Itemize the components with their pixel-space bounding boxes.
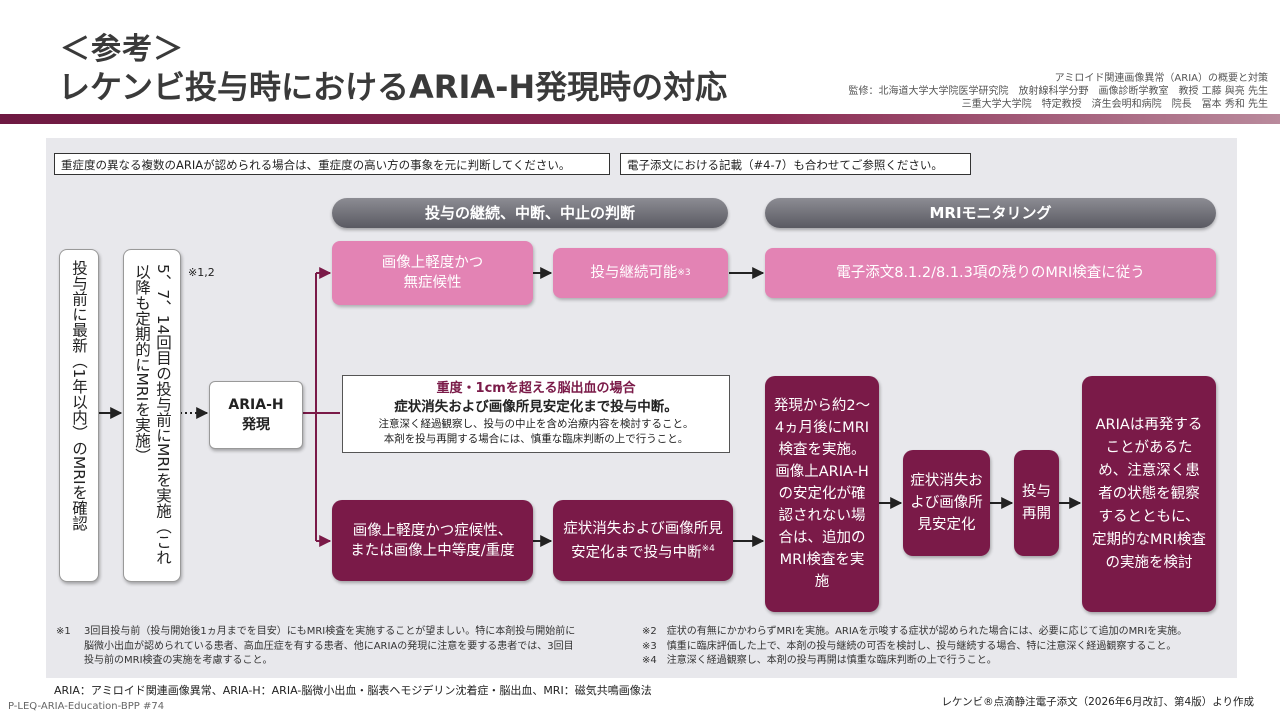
suspend-line1: 症状消失および画像所見	[563, 520, 723, 537]
source-citation: レケンビ®点滴静注電子添文（2026年6月改訂、第4版）より作成	[941, 696, 1254, 708]
stabilized-text: 症状消失および画像所見安定化	[910, 473, 983, 533]
severity-note: 重症度の異なる複数のARIAが認められる場合は、重症度の高い方の事象を元に判断し…	[54, 153, 610, 175]
reference-note: 電子添文における記載（#4-7）も合わせてご参照ください。	[620, 153, 971, 175]
periodic-mri-footnote-ref: ※1,2	[188, 266, 215, 279]
suspend-footnote-ref: ※4	[701, 543, 715, 554]
mri-recheck-box: 発現から約2～4ヵ月後にMRI検査を実施。画像上ARIA-Hの安定化が確認されな…	[765, 376, 879, 612]
footnote-4: ※4 注意深く経過観察し、本剤の投与再開は慎重な臨床判断の上で行うこと。	[642, 655, 997, 666]
monitoring-section-header: MRIモニタリング	[765, 198, 1216, 228]
judgment-section-header: 投与の継続、中断、中止の判断	[332, 198, 728, 228]
symptomatic-or-moderate-box: 画像上軽度かつ症候性、 または画像上中等度/重度	[332, 500, 533, 581]
mild-asym-line2: 無症候性	[403, 275, 462, 291]
severe-hemorrhage-warning: 重度・1cmを超える脳出血の場合 症状消失および画像所見安定化まで投与中断。 注…	[342, 375, 730, 453]
footnote-1-mark: ※1	[56, 626, 71, 637]
sym-line2: または画像上中等度/重度	[350, 542, 515, 559]
footnote-1-line1: 3回目投与前（投与開始後1ヵ月までを目安）にもMRI検査を実施することが望ましい…	[84, 626, 576, 637]
suspend-line2: 安定化まで投与中断	[571, 544, 702, 561]
aria-h-onset-box: ARIA-H 発現	[209, 381, 303, 449]
pre-mri-box: 投与前に最新（1年以内）のMRIを確認	[59, 249, 99, 582]
continue-mri-label: 電子添文8.1.2/8.1.3項の残りのMRI検査に従う	[836, 265, 1145, 281]
reference-label: ＜参考＞	[60, 32, 184, 67]
mild-asymptomatic-box: 画像上軽度かつ 無症候性	[332, 241, 533, 305]
resume-dosing-text: 投与再開	[1022, 484, 1051, 522]
footnote-3: ※3 慎重に臨床評価した上で、本剤の投与継続の可否を検討し、投与継続する場合、特…	[642, 640, 1177, 652]
footnote-1-line2: 脳微小出血が認められている患者、高血圧症を有する患者、他にARIAの発現に注意を…	[84, 640, 574, 652]
continue-dosing-box: 投与継続可能※3	[553, 248, 728, 298]
footnote-2: ※2 症状の有無にかかわらずMRIを実施。ARIAを示唆する症状が認められた場合…	[642, 626, 1188, 637]
pre-mri-text: 投与前に最新（1年以内）のMRIを確認	[70, 260, 88, 532]
footnote-1-line3: 投与前のMRI検査の実施を考慮すること。	[84, 655, 273, 666]
periodic-mri-text: 5、7、14回目の投与前にMRIを実施（これ以降も定期的にMRIを実施）	[133, 264, 172, 565]
periodic-mri-box: 5、7、14回目の投与前にMRIを実施（これ以降も定期的にMRIを実施）	[123, 249, 181, 582]
footnote-1: 3回目投与前（投与開始後1ヵ月までを目安）にもMRI検査を実施することが望ましい…	[84, 625, 624, 669]
aria-h-onset-label: 発現	[242, 417, 270, 433]
severe-warning-sub1: 注意深く経過観察し、投与の中止を含め治療内容を検討すること。	[378, 418, 694, 430]
credit-line-1: アミロイド関連画像異常（ARIA）の概要と対策	[1054, 73, 1268, 84]
supervisor-credit: アミロイド関連画像異常（ARIA）の概要と対策 監修：北海道大学大学院医学研究院…	[848, 72, 1268, 111]
severe-warning-sub2: 本剤を投与再開する場合には、慎重な臨床判断の上で行うこと。	[383, 433, 689, 445]
document-code: P-LEQ-ARIA-Education-BPP #74	[8, 701, 165, 712]
recurrence-text: ARIAは再発することがあるため、注意深く患者の状態を観察するとともに、定期的な…	[1092, 416, 1206, 571]
resume-dosing-box: 投与再開	[1014, 450, 1059, 556]
recurrence-monitoring-box: ARIAは再発することがあるため、注意深く患者の状態を観察するとともに、定期的な…	[1082, 376, 1216, 612]
mri-recheck-text: 発現から約2～4ヵ月後にMRI検査を実施。画像上ARIA-Hの安定化が確認されな…	[773, 398, 871, 590]
page-title: レケンビ投与時におけるARIA-H発現時の対応	[58, 68, 728, 106]
sym-line1: 画像上軽度かつ症候性、	[352, 522, 513, 539]
continue-footnote-ref: ※3	[677, 268, 691, 278]
aria-h-label: ARIA-H	[228, 397, 284, 413]
continue-dosing-label: 投与継続可能	[590, 265, 678, 281]
header-divider-band	[0, 114, 1280, 124]
severe-warning-title: 重度・1cmを超える脳出血の場合	[436, 381, 636, 396]
mild-asym-line1: 画像上軽度かつ	[381, 255, 484, 271]
credit-line-3: 三重大学大学院 特定教授 済生会明和病院 院長 冨本 秀和 先生	[961, 99, 1268, 110]
credit-line-2: 監修：北海道大学大学院医学研究院 放射線科学分野 画像診断学教室 教授 工藤 與…	[848, 86, 1268, 97]
suspend-dosing-box: 症状消失および画像所見 安定化まで投与中断※4	[553, 500, 733, 581]
continue-mri-box: 電子添文8.1.2/8.1.3項の残りのMRI検査に従う	[765, 248, 1216, 298]
stabilized-box: 症状消失および画像所見安定化	[903, 450, 990, 556]
severe-warning-main: 症状消失および画像所見安定化まで投与中断。	[394, 399, 678, 415]
abbreviation-legend: ARIA：アミロイド関連画像異常、ARIA-H：ARIA-脳微小出血・脳表ヘモジ…	[54, 684, 652, 697]
